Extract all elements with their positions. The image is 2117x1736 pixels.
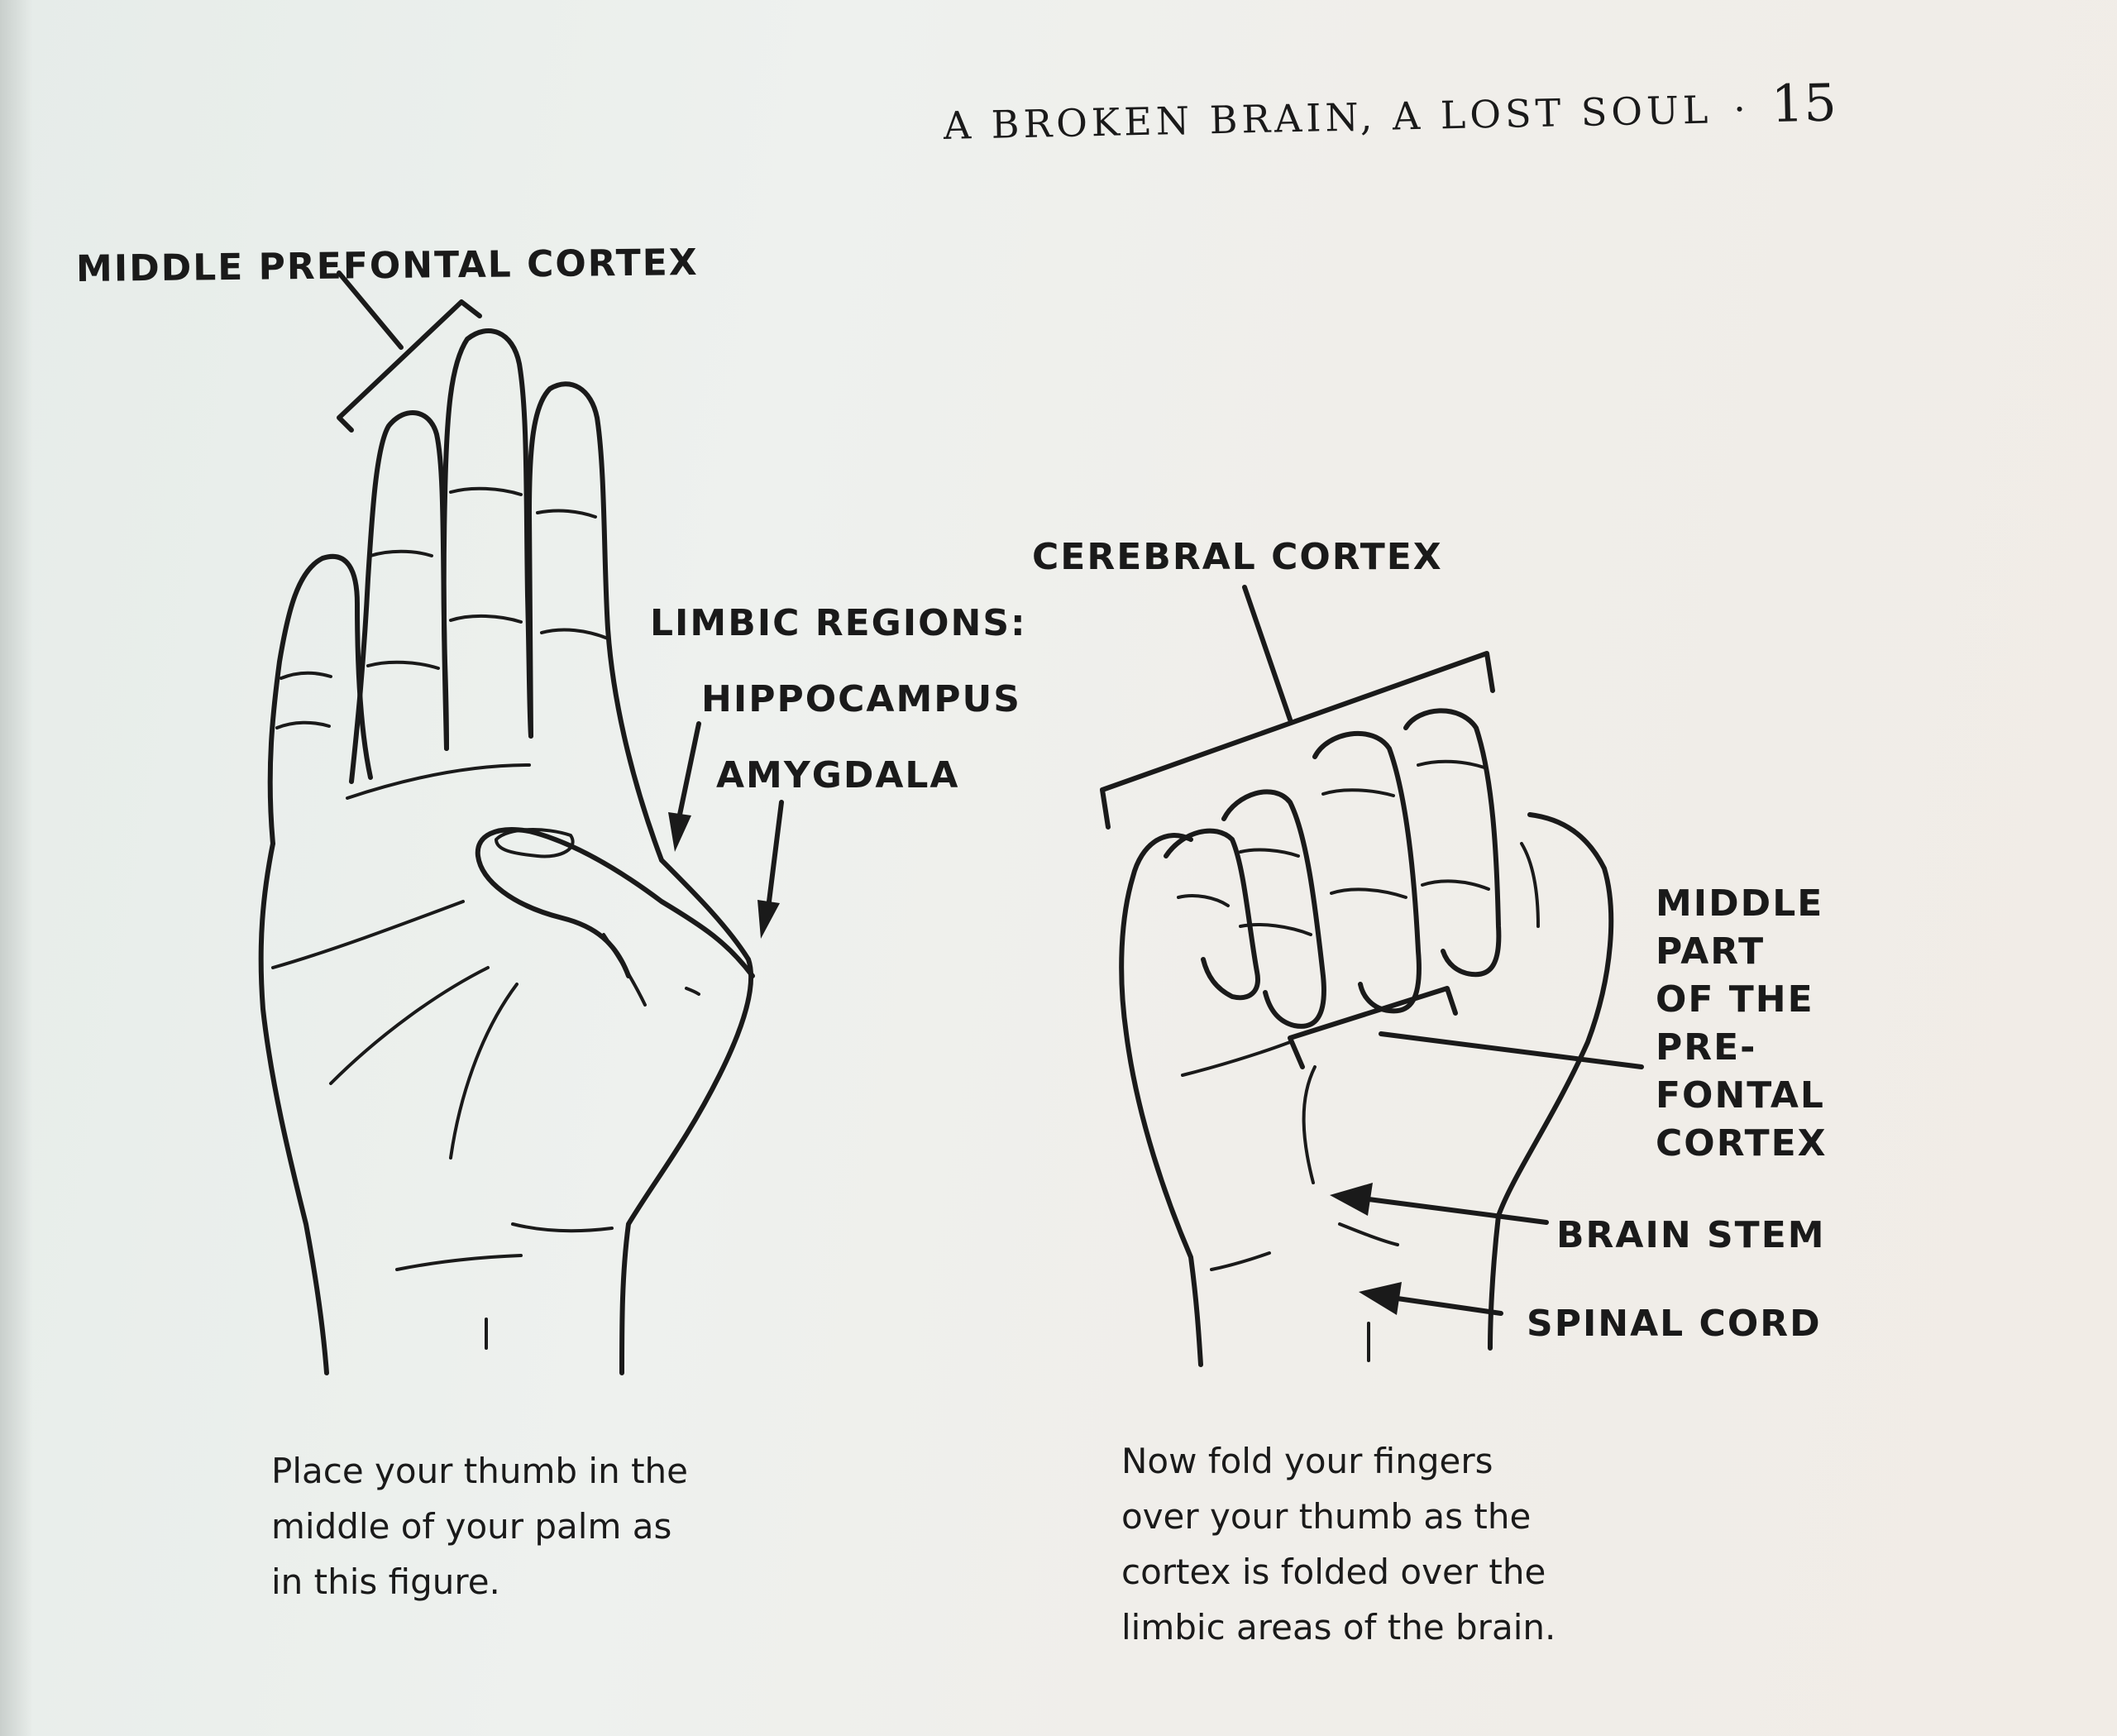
cerebral-bracket: [1100, 651, 1495, 830]
caption-left-figure: Place your thumb in the middle of your p…: [271, 1451, 688, 1602]
pinky-finger: [267, 554, 373, 846]
palm-right-edge: [619, 858, 754, 1375]
label-limbic-regions: LIMBIC REGIONS:: [650, 602, 1027, 644]
label-cerebral-cortex: CEREBRAL CORTEX: [1032, 536, 1443, 578]
middle-prefrontal-pointer: [1379, 1031, 1644, 1069]
thumb: [475, 827, 755, 978]
prefrontal-pointer-line: [337, 270, 404, 350]
cerebral-pointer-line: [1242, 585, 1293, 722]
caption-right-figure: Now fold your fingers over your thumb as…: [1121, 1441, 1556, 1648]
fist-left-edge: [1119, 833, 1203, 1367]
amygdala-pointer: [767, 800, 784, 904]
closed-fist-drawing: [1100, 585, 1644, 1367]
label-hippocampus: HIPPOCAMPUS: [701, 678, 1021, 720]
prefrontal-bracket: [337, 299, 482, 433]
open-hand-drawing: [258, 270, 755, 1375]
fist-finger-pinky: [1403, 708, 1502, 978]
fist-finger-middle: [1221, 789, 1326, 1029]
fist-right-edge: [1488, 812, 1614, 1351]
brain-stem-pointer: [1366, 1197, 1549, 1225]
palm-left-edge: [258, 841, 329, 1375]
ring-finger: [349, 410, 449, 784]
label-brain-stem: BRAIN STEM: [1556, 1214, 1826, 1256]
fist-finger-ring: [1312, 730, 1422, 1014]
middle-finger: [441, 328, 533, 751]
label-middle-prefrontal-cortex: MIDDLE PREFONTAL CORTEX: [75, 242, 699, 290]
label-spinal-cord: SPINAL CORD: [1527, 1303, 1822, 1345]
hippocampus-pointer: [677, 721, 701, 817]
right-figure-arrows: [1330, 1183, 1549, 1316]
left-figure-arrows: [668, 721, 784, 939]
fist-finger-index: [1164, 828, 1260, 1001]
label-middle-part-prefrontal-cortex: MIDDLE PART OF THE PRE- FONTAL CORTEX: [1656, 882, 1828, 1165]
page-gutter-shadow: [0, 0, 33, 1736]
spinal-cord-pointer: [1395, 1296, 1503, 1316]
label-amygdala: AMYGDALA: [716, 754, 960, 796]
middle-prefrontal-bracket: [1288, 986, 1458, 1069]
index-finger: [527, 381, 664, 863]
